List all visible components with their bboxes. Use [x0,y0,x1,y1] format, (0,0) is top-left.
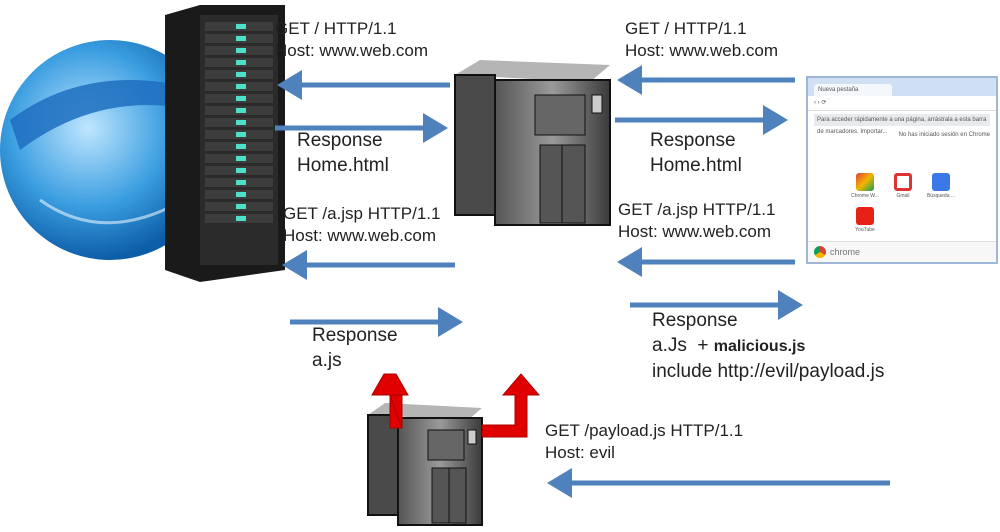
chrome-store-icon [856,173,874,191]
signin-text: No has iniciado sesión en Chrome [898,132,990,138]
rack-led [236,168,246,173]
message-response-ajs-from-server: Response a.js [312,323,398,373]
malicious-js-text: malicious.js [713,338,806,355]
browser-titlebar: Nueva pestaña [808,78,996,96]
rack-led [236,192,246,197]
host-line: Host: www.web.com [283,226,437,245]
rack-led [236,24,246,29]
rack-led [236,48,246,53]
rack-server-icon [165,5,285,282]
chrome-logo-icon [814,246,826,258]
rack-led [236,72,246,77]
request-line: GET /payload.js HTTP/1.1 [545,421,744,440]
rack-led [236,84,246,89]
app-google-search: Búsqueda ... [924,173,958,199]
request-line: GET / HTTP/1.1 [625,19,747,38]
rack-led [236,204,246,209]
rack-led [236,144,246,149]
response-line: Response [652,310,738,331]
host-line: Host: evil [545,443,615,462]
host-line: Host: www.web.com [618,222,772,241]
body-line: Home.html [650,155,742,176]
request-line: GET / HTTP/1.1 [275,19,397,38]
rack-led [236,216,246,221]
redirect-arrow-left [371,373,409,429]
browser-window: Nueva pestaña ‹ › ⟳ Para acceder rápidam… [806,76,998,264]
body-line: a.js [312,350,342,371]
redirect-arrow-right [481,373,541,438]
response-line: Response [650,130,736,151]
ajs-text: a.Js + [652,335,714,356]
proxy-server-icon [454,60,611,226]
google-search-icon [932,173,950,191]
app-grid: Chrome W... Gmail Búsqueda ... YouTube [848,173,958,233]
chrome-wordmark: chrome [830,247,861,257]
response-line: Response [312,325,398,346]
browser-tab: Nueva pestaña [814,84,892,96]
rack-led [236,108,246,113]
request-line: GET /a.jsp HTTP/1.1 [283,204,441,223]
gmail-icon [894,173,912,191]
youtube-icon [856,207,874,225]
rack-led [236,120,246,125]
browser-address-bar: ‹ › ⟳ [808,96,996,111]
include-line: include http://evil/payload.js [652,361,885,382]
app-youtube: YouTube [848,207,882,233]
host-line: Host: www.web.com [275,41,429,60]
browser-footer: chrome [808,241,996,262]
app-label: Búsqueda ... [926,193,956,199]
body-line: Home.html [297,155,389,176]
rack-led [236,60,246,65]
evil-server-icon [367,403,483,526]
rack-led [236,96,246,101]
rack-led [236,132,246,137]
app-label: YouTube [855,227,875,233]
rack-led [236,156,246,161]
app-gmail: Gmail [886,173,920,199]
app-label: Gmail [896,193,910,199]
request-line: GET /a.jsp HTTP/1.1 [618,200,776,219]
response-line: Response [297,130,383,151]
body-line: a.Js + malicious.js [652,333,884,359]
app-label: Chrome W... [851,193,879,199]
app-chrome-store: Chrome W... [848,173,882,199]
rack-led [236,180,246,185]
host-line: Host: www.web.com [625,41,779,60]
redirect-arrows [371,373,541,438]
bookmarks-info: Para acceder rápidamente a una página, a… [814,114,990,135]
rack-led [236,36,246,41]
